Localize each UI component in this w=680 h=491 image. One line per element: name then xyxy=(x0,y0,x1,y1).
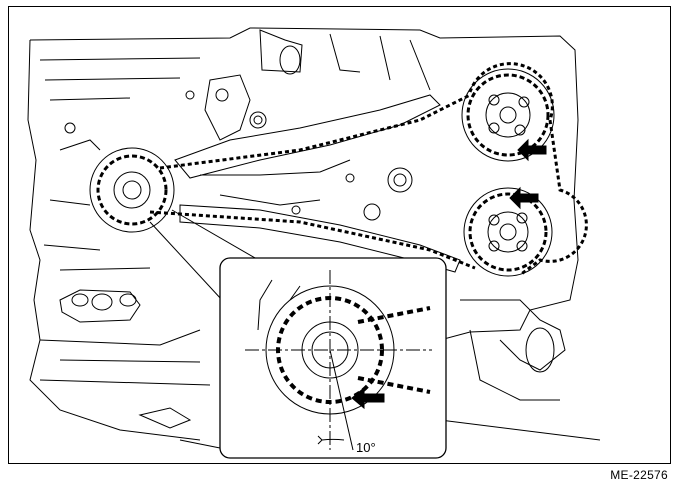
top-housing xyxy=(260,30,302,72)
detail-inset xyxy=(220,258,446,458)
bolts xyxy=(65,91,412,220)
pointer-arrow-icon xyxy=(510,140,546,208)
timing-chain xyxy=(150,64,586,275)
detail-leader-lines xyxy=(150,210,262,300)
cam-sprocket-lower xyxy=(464,188,552,276)
tensioner xyxy=(205,75,250,140)
figure-id: ME-22576 xyxy=(610,468,668,482)
water-pipe xyxy=(460,300,565,370)
chain-guides xyxy=(175,75,460,272)
figure-frame xyxy=(8,6,671,464)
crankshaft-sprocket xyxy=(90,148,174,232)
mount-bracket xyxy=(60,290,140,322)
angle-label: 10° xyxy=(356,440,376,455)
cam-sprocket-upper xyxy=(462,69,554,161)
